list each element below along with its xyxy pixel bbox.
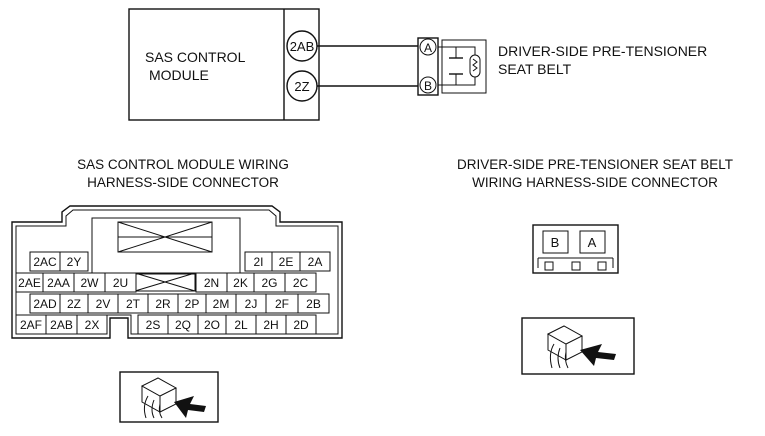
pretensioner-housing (441, 39, 487, 94)
connector-outline (11, 205, 343, 339)
pin-label: 2C (293, 276, 309, 290)
terminal-2z-label: 2Z (294, 79, 309, 94)
pin-label: 2G (261, 276, 277, 290)
pin-label: 2H (263, 318, 278, 332)
pin-label: 2R (155, 297, 171, 311)
terminal-2ab-label: 2AB (290, 39, 315, 54)
pin-label: 2AE (18, 276, 41, 290)
internal-leads (438, 46, 457, 86)
pin-cell (76, 314, 108, 335)
wires (317, 45, 420, 87)
pin-label: 2L (234, 318, 248, 332)
belt-name-line2: SEAT BELT (498, 61, 572, 77)
pin-label: 2D (293, 318, 309, 332)
right-connector-title-line1: DRIVER-SIDE PRE-TENSIONER SEAT BELT (457, 157, 733, 172)
module-name-line1: SAS CONTROL (145, 49, 246, 65)
left-connector-title-line1: SAS CONTROL MODULE WIRING (77, 157, 289, 172)
pin-label: 2AC (33, 255, 57, 269)
pin-a-circle (419, 38, 437, 56)
pin-a-label: A (424, 41, 432, 55)
pin-label: 2I (253, 255, 263, 269)
pin-label: 2AB (50, 318, 73, 332)
pin-label: 2X (85, 318, 100, 332)
pin-label: 2Q (175, 318, 191, 332)
pin-cell (284, 272, 317, 293)
module-name-line2: MODULE (149, 67, 209, 83)
pin-label: 2U (113, 276, 128, 290)
pin-label: 2Y (67, 255, 82, 269)
pin-cell (104, 272, 137, 293)
pin-label: 2K (233, 276, 248, 290)
pin-label: 2E (279, 255, 294, 269)
pin-label: 2V (96, 297, 111, 311)
pin-cell (297, 293, 330, 314)
pin-grid: 2AC 2Y 2I 2E 2A 2AE 2AA 2W 2U 2N 2K 2G 2C 2AD 2Z 2V 2T 2R… (15, 251, 331, 335)
pin-label: 2A (308, 255, 323, 269)
belt-name-line1: DRIVER-SIDE PRE-TENSIONER (498, 43, 707, 59)
pin-label: 2W (81, 276, 100, 290)
pin-b-label: B (424, 79, 432, 93)
left-connector-title-line2: HARNESS-SIDE CONNECTOR (87, 175, 279, 190)
right-connector-title-line2: WIRING HARNESS-SIDE CONNECTOR (472, 175, 718, 190)
pin-b-circle (419, 76, 437, 94)
pin-cell (299, 251, 331, 272)
pin-cell (59, 251, 89, 272)
pin-label: 2AD (33, 297, 57, 311)
pin-label: 2S (146, 318, 161, 332)
pin-cell (285, 314, 317, 335)
squib-icon (469, 54, 481, 78)
pin-label: 2J (245, 297, 258, 311)
pin-label: 2T (126, 297, 141, 311)
pretensioner-block: A B DRIVER-SIDE PRE-TENSIONER SEAT BELT (417, 37, 707, 96)
pin-label: 2M (213, 297, 230, 311)
pin-label: 2B (306, 297, 321, 311)
pin-label: 2AA (47, 276, 70, 290)
pin-label: 2N (204, 276, 219, 290)
pretensioner-harness-connector: B A (532, 224, 619, 274)
connector-probe-icon (119, 371, 219, 423)
pin-a: A (588, 235, 597, 250)
sas-harness-connector: 2AC 2Y 2I 2E 2A 2AE 2AA 2W 2U 2N 2K 2G 2C 2AD 2Z 2V 2T 2R… (11, 205, 343, 339)
connector-probe-icon (521, 317, 635, 375)
pin-label: 2Z (67, 297, 81, 311)
sas-control-module-block: SAS CONTROL MODULE 2AB 2Z (128, 8, 320, 121)
pin-b: B (551, 235, 560, 250)
pin-label: 2O (204, 318, 220, 332)
connector-latch (91, 217, 241, 275)
pin-label: 2F (275, 297, 289, 311)
pin-label: 2P (185, 297, 200, 311)
pin-label: 2AF (20, 318, 42, 332)
